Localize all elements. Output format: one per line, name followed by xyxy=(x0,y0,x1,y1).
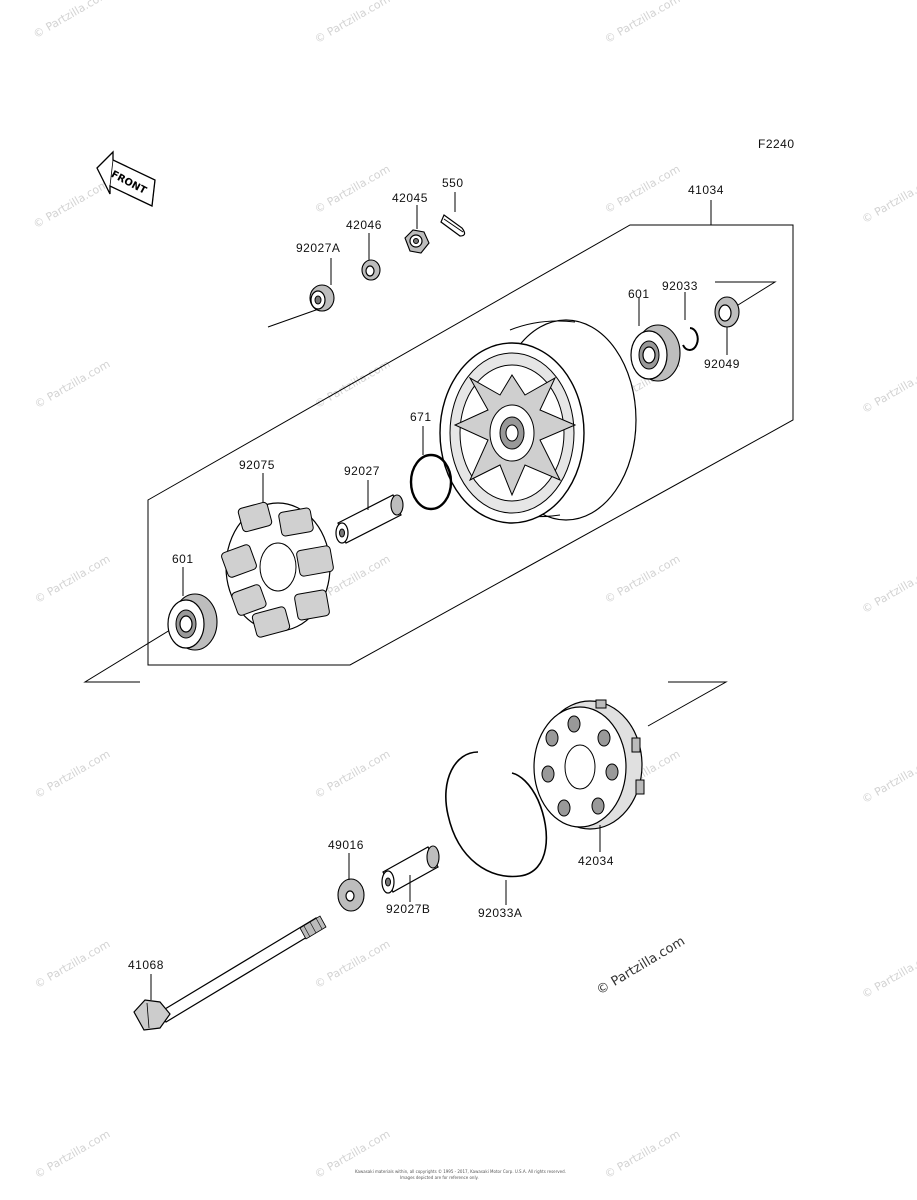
ref-line xyxy=(715,281,777,311)
label-92033[interactable]: 92033 xyxy=(662,279,698,293)
watermark-text: © Partzilla.com xyxy=(312,162,392,216)
watermark-text: © Partzilla.com xyxy=(312,937,392,991)
part-671-o-ring[interactable] xyxy=(409,453,453,511)
watermark-text: © Partzilla.com xyxy=(312,747,392,801)
watermark-text: © Partzilla.com xyxy=(312,0,392,46)
label-49016[interactable]: 49016 xyxy=(328,838,364,852)
label-601-top[interactable]: 601 xyxy=(628,287,650,301)
footer-disclaimer: Images depicted are for reference only. xyxy=(400,1175,479,1180)
watermark-text: © Partzilla.com xyxy=(32,552,112,606)
part-92027B-collar[interactable] xyxy=(381,845,440,894)
watermark-text: © Partzilla.com xyxy=(860,752,917,806)
label-671[interactable]: 671 xyxy=(410,410,432,424)
watermark-text: © Partzilla.com xyxy=(602,162,682,216)
figure-code: F2240 xyxy=(758,137,795,151)
watermark-text: © Partzilla.com xyxy=(31,177,111,231)
watermark-text: © Partzilla.com xyxy=(860,362,917,416)
part-601-bearing-left[interactable] xyxy=(167,593,218,651)
ref-line xyxy=(647,681,728,727)
front-arrow-icon: FRONT xyxy=(96,150,156,207)
watermark-text: © Partzilla.com xyxy=(32,937,112,991)
label-41068[interactable]: 41068 xyxy=(128,958,164,972)
part-92027-collar[interactable] xyxy=(335,494,404,544)
label-41034[interactable]: 41034 xyxy=(688,183,724,197)
watermark-layer: © Partzilla.com © Partzilla.com © Partzi… xyxy=(31,0,917,1181)
label-92027A[interactable]: 92027A xyxy=(296,241,340,255)
part-92033A-circlip[interactable] xyxy=(445,751,548,878)
label-601-left[interactable]: 601 xyxy=(172,552,194,566)
part-601-bearing[interactable] xyxy=(630,324,681,382)
watermark-text: © Partzilla.com xyxy=(602,0,682,46)
label-92027[interactable]: 92027 xyxy=(344,464,380,478)
label-550[interactable]: 550 xyxy=(442,176,464,190)
watermark-text: © Partzilla.com xyxy=(32,747,112,801)
watermark-text: © Partzilla.com xyxy=(602,1127,682,1181)
watermark-text: © Partzilla.com xyxy=(312,357,392,411)
watermark-main: © Partzilla.com xyxy=(594,934,688,999)
label-42045[interactable]: 42045 xyxy=(392,191,428,205)
part-550-cotter-pin[interactable] xyxy=(440,214,466,237)
part-wheel-hub[interactable] xyxy=(439,319,637,524)
part-42034-coupling[interactable] xyxy=(533,699,645,830)
footer-copyright: Kawasaki materials within, all copyright… xyxy=(355,1169,566,1174)
watermark-text: © Partzilla.com xyxy=(32,357,112,411)
part-92049-oil-seal[interactable] xyxy=(714,296,740,328)
part-42045-nut[interactable] xyxy=(404,229,430,254)
watermark-text: © Partzilla.com xyxy=(32,1127,112,1181)
label-92075[interactable]: 92075 xyxy=(239,458,275,472)
part-42046-washer[interactable] xyxy=(361,259,381,281)
part-92075-damper[interactable] xyxy=(220,501,334,638)
part-49016-washer[interactable] xyxy=(337,878,365,912)
label-92049[interactable]: 92049 xyxy=(704,357,740,371)
part-92033-circlip[interactable] xyxy=(682,327,699,351)
label-92027B[interactable]: 92027B xyxy=(386,902,430,916)
watermark-text: © Partzilla.com xyxy=(860,947,917,1001)
label-42034[interactable]: 42034 xyxy=(578,854,614,868)
label-92033A[interactable]: 92033A xyxy=(478,906,522,920)
watermark-text: © Partzilla.com xyxy=(860,562,917,616)
part-92027A-collar[interactable] xyxy=(309,284,335,312)
watermark-text: © Partzilla.com xyxy=(31,0,111,41)
watermark-text: © Partzilla.com xyxy=(602,552,682,606)
part-41068-axle[interactable] xyxy=(133,915,327,1031)
ref-line xyxy=(83,629,171,683)
assembly-boundary xyxy=(147,224,794,666)
label-42046[interactable]: 42046 xyxy=(346,218,382,232)
watermark-text: © Partzilla.com xyxy=(860,172,917,226)
